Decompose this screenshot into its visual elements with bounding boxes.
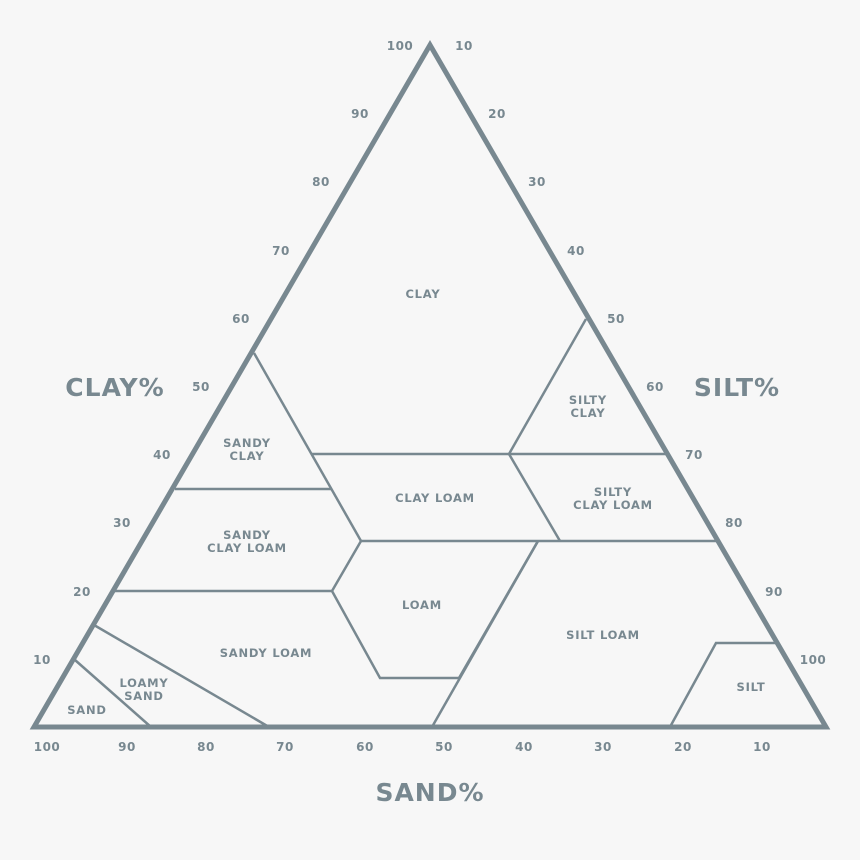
region-silt: SILT <box>736 680 765 694</box>
sand-tick: 50 <box>435 740 453 754</box>
silt-tick: 100 <box>800 653 827 667</box>
clay-tick: 70 <box>272 244 290 258</box>
silt-tick: 20 <box>488 107 506 121</box>
region-sandy-clay-loam: CLAY LOAM <box>207 541 287 555</box>
silt-boundary <box>668 641 776 728</box>
region-clay: CLAY <box>405 287 440 301</box>
clay-axis-label: CLAY% <box>65 373 164 402</box>
region-boundaries <box>74 318 776 729</box>
clay-tick: 10 <box>33 653 51 667</box>
silt-tick: 70 <box>685 448 703 462</box>
silt-tick: 10 <box>455 39 473 53</box>
clay-tick: 20 <box>73 585 91 599</box>
clay-tick: 50 <box>192 380 210 394</box>
silt-loam-boundary <box>430 540 540 728</box>
silt-tick: 30 <box>528 175 546 189</box>
loamy-sand-boundary <box>93 623 270 729</box>
region-clay-loam: CLAY LOAM <box>395 491 475 505</box>
sand-tick: 60 <box>356 740 374 754</box>
sand-tick: 20 <box>674 740 692 754</box>
sand-tick: 90 <box>118 740 136 754</box>
silt-tick: 80 <box>725 516 743 530</box>
region-labels: CLAY SILTY CLAY SANDY CLAY CLAY LOAM SIL… <box>67 287 765 717</box>
silt-tick: 60 <box>646 380 664 394</box>
silty-clay-boundary <box>507 318 588 455</box>
clay-tick: 60 <box>232 312 250 326</box>
region-loam: LOAM <box>402 598 442 612</box>
region-sandy-clay: SANDY <box>223 436 271 450</box>
silt-tick: 40 <box>567 244 585 258</box>
clay-tick: 80 <box>312 175 330 189</box>
sand-tick: 30 <box>594 740 612 754</box>
clay-tick: 30 <box>113 516 131 530</box>
region-silty-clay-loam: SILTY <box>594 485 632 499</box>
clay-tick: 90 <box>351 107 369 121</box>
region-loamy-sand: LOAMY <box>119 676 168 690</box>
sand-axis-label: SAND% <box>375 778 484 807</box>
region-sandy-clay: CLAY <box>229 449 264 463</box>
sand-tick: 40 <box>515 740 533 754</box>
region-silty-clay: SILTY <box>569 393 607 407</box>
region-sandy-clay-loam: SANDY <box>223 528 271 542</box>
region-silt-loam: SILT LOAM <box>566 628 640 642</box>
region-sand: SAND <box>67 703 107 717</box>
sand-boundary <box>74 659 152 728</box>
sand-tick: 10 <box>753 740 771 754</box>
silty-clay-loam-boundary <box>507 453 562 542</box>
region-sandy-loam: SANDY LOAM <box>220 646 313 660</box>
sand-tick: 70 <box>276 740 294 754</box>
silt-ticks: 10 20 30 40 50 60 70 80 90 100 <box>455 39 826 667</box>
sand-ticks: 100 90 80 70 60 50 40 30 20 10 <box>34 740 771 754</box>
silt-tick: 50 <box>607 312 625 326</box>
sand-tick: 80 <box>197 740 215 754</box>
sand-tick: 100 <box>34 740 61 754</box>
clay-ticks: 100 90 80 70 60 50 40 30 20 10 <box>33 39 413 667</box>
silt-axis-label: SILT% <box>694 373 780 402</box>
region-loamy-sand: SAND <box>124 689 164 703</box>
sandy-clay-boundary <box>252 352 363 542</box>
triangle-outline <box>29 40 831 730</box>
clay-tick: 100 <box>387 39 414 53</box>
silt-tick: 90 <box>765 585 783 599</box>
region-silty-clay-loam: CLAY LOAM <box>573 498 653 512</box>
region-silty-clay: CLAY <box>570 406 605 420</box>
clay-tick: 40 <box>153 448 171 462</box>
